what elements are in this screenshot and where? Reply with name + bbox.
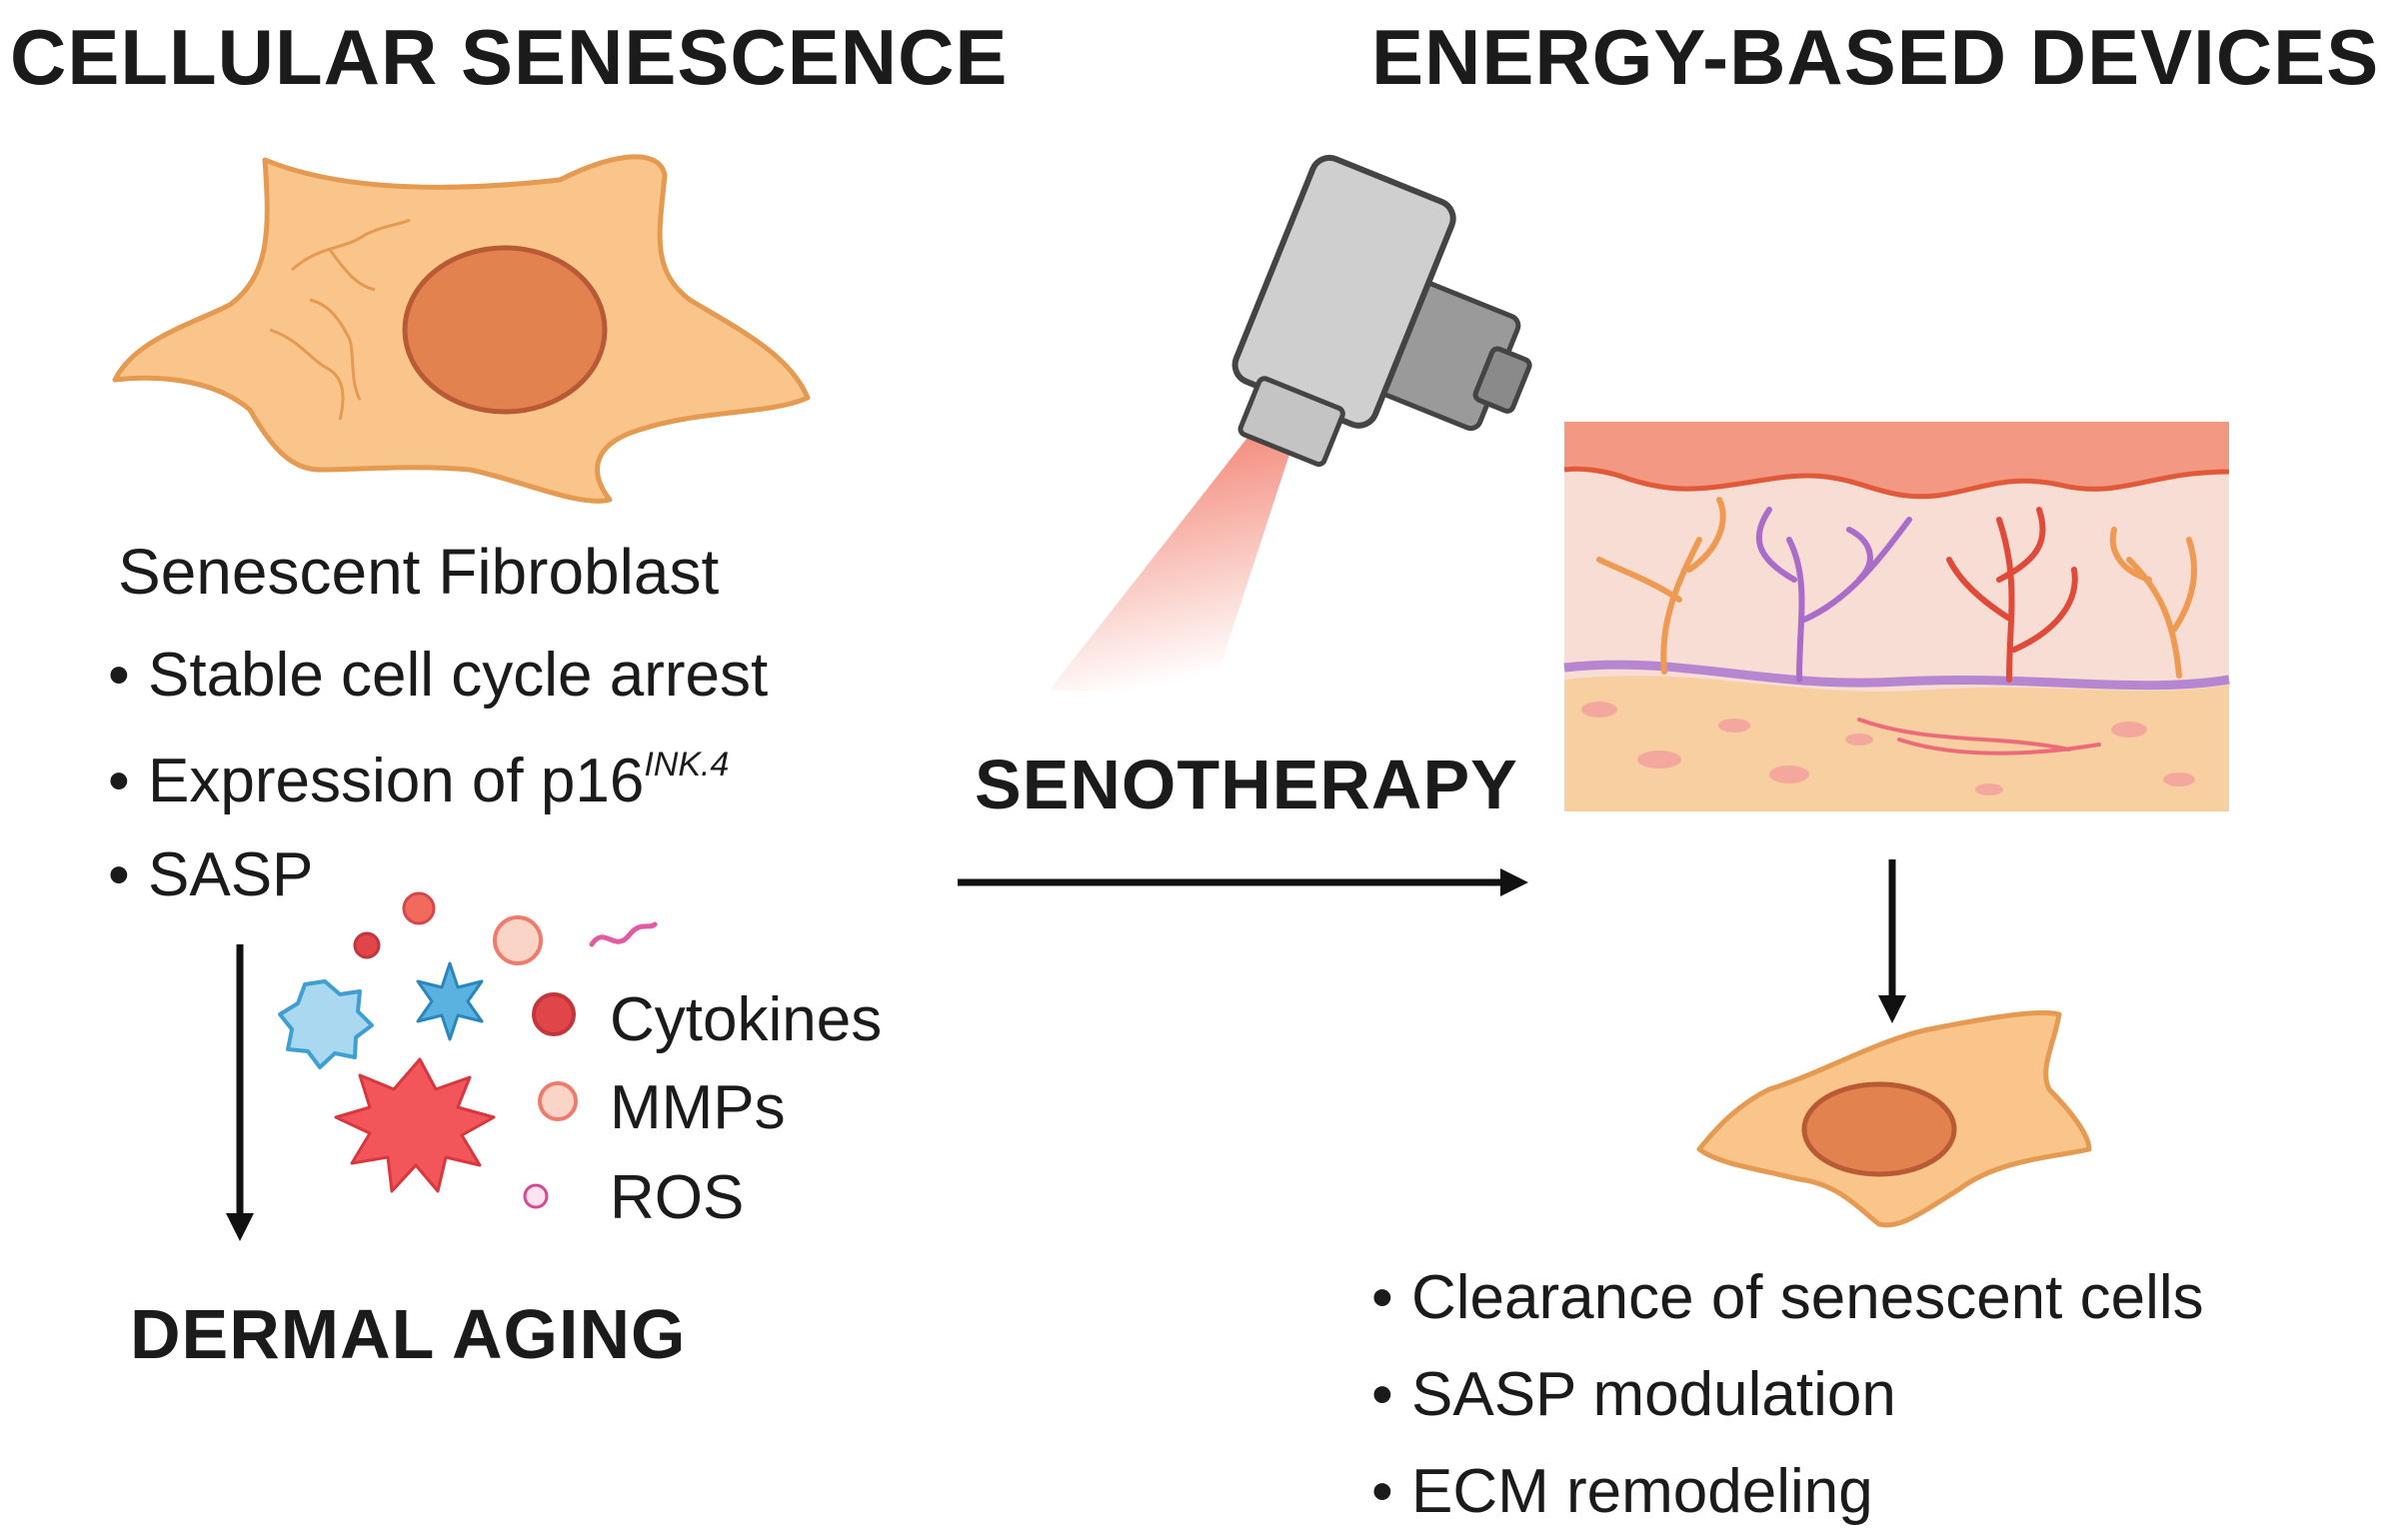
legend-mmps: MMPs	[610, 1073, 786, 1142]
right-bullet-3: •ECM remodeling	[1371, 1461, 1873, 1523]
mmp-icon	[538, 1081, 578, 1121]
superscript-ink4: INK.4	[644, 746, 730, 783]
bullet-dot: •	[1371, 1263, 1393, 1332]
cytokine-icon	[532, 992, 576, 1036]
bullet-1: •Stable cell cycle arrest	[108, 645, 768, 707]
heading-energy-based-devices: ENERGY-BASED DEVICES	[1371, 13, 2380, 101]
right-bullet-1: •Clearance of senescent cells	[1371, 1267, 2204, 1329]
ros-icon	[523, 1183, 549, 1209]
bullet-dot: •	[108, 641, 130, 710]
senotherapy-label: SENOTHERAPY	[975, 746, 1518, 823]
bullet-dot: •	[1371, 1360, 1393, 1429]
bullet-text: Stable cell cycle arrest	[148, 641, 769, 710]
dermal-aging-label: DERMAL AGING	[130, 1295, 687, 1373]
bullet-text: SASP modulation	[1411, 1360, 1896, 1429]
bullet-2: • Expression of p16INK.4	[108, 748, 729, 812]
bullet-3: •SASP	[108, 844, 313, 906]
legend-cytokines: Cytokines	[610, 985, 883, 1054]
legend-markers	[523, 992, 578, 1209]
bullet-dot: •	[108, 840, 130, 909]
bullet-text: Clearance of senescent cells	[1411, 1263, 2204, 1332]
bullet-text: Expression of p16	[148, 747, 645, 815]
laser-beam	[1050, 420, 1297, 700]
bullet-text: ECM remodeling	[1411, 1457, 1873, 1526]
sasp-markers	[278, 891, 658, 1193]
heading-cellular-senescence: CELLULAR SENESCENCE	[10, 13, 1009, 101]
legend-ros: ROS	[610, 1163, 745, 1232]
right-bullet-2: •SASP modulation	[1371, 1364, 1896, 1426]
skin-cross-section-icon	[1563, 422, 2230, 811]
healthy-fibroblast-icon	[1696, 1010, 2092, 1228]
laser-device-icon	[1231, 154, 1532, 468]
bullet-dot: •	[1371, 1457, 1393, 1526]
bullet-dot: •	[108, 747, 130, 815]
senescent-fibroblast-icon	[112, 154, 811, 504]
cell-caption: Senescent Fibroblast	[118, 536, 720, 608]
bullet-text: SASP	[148, 840, 314, 909]
